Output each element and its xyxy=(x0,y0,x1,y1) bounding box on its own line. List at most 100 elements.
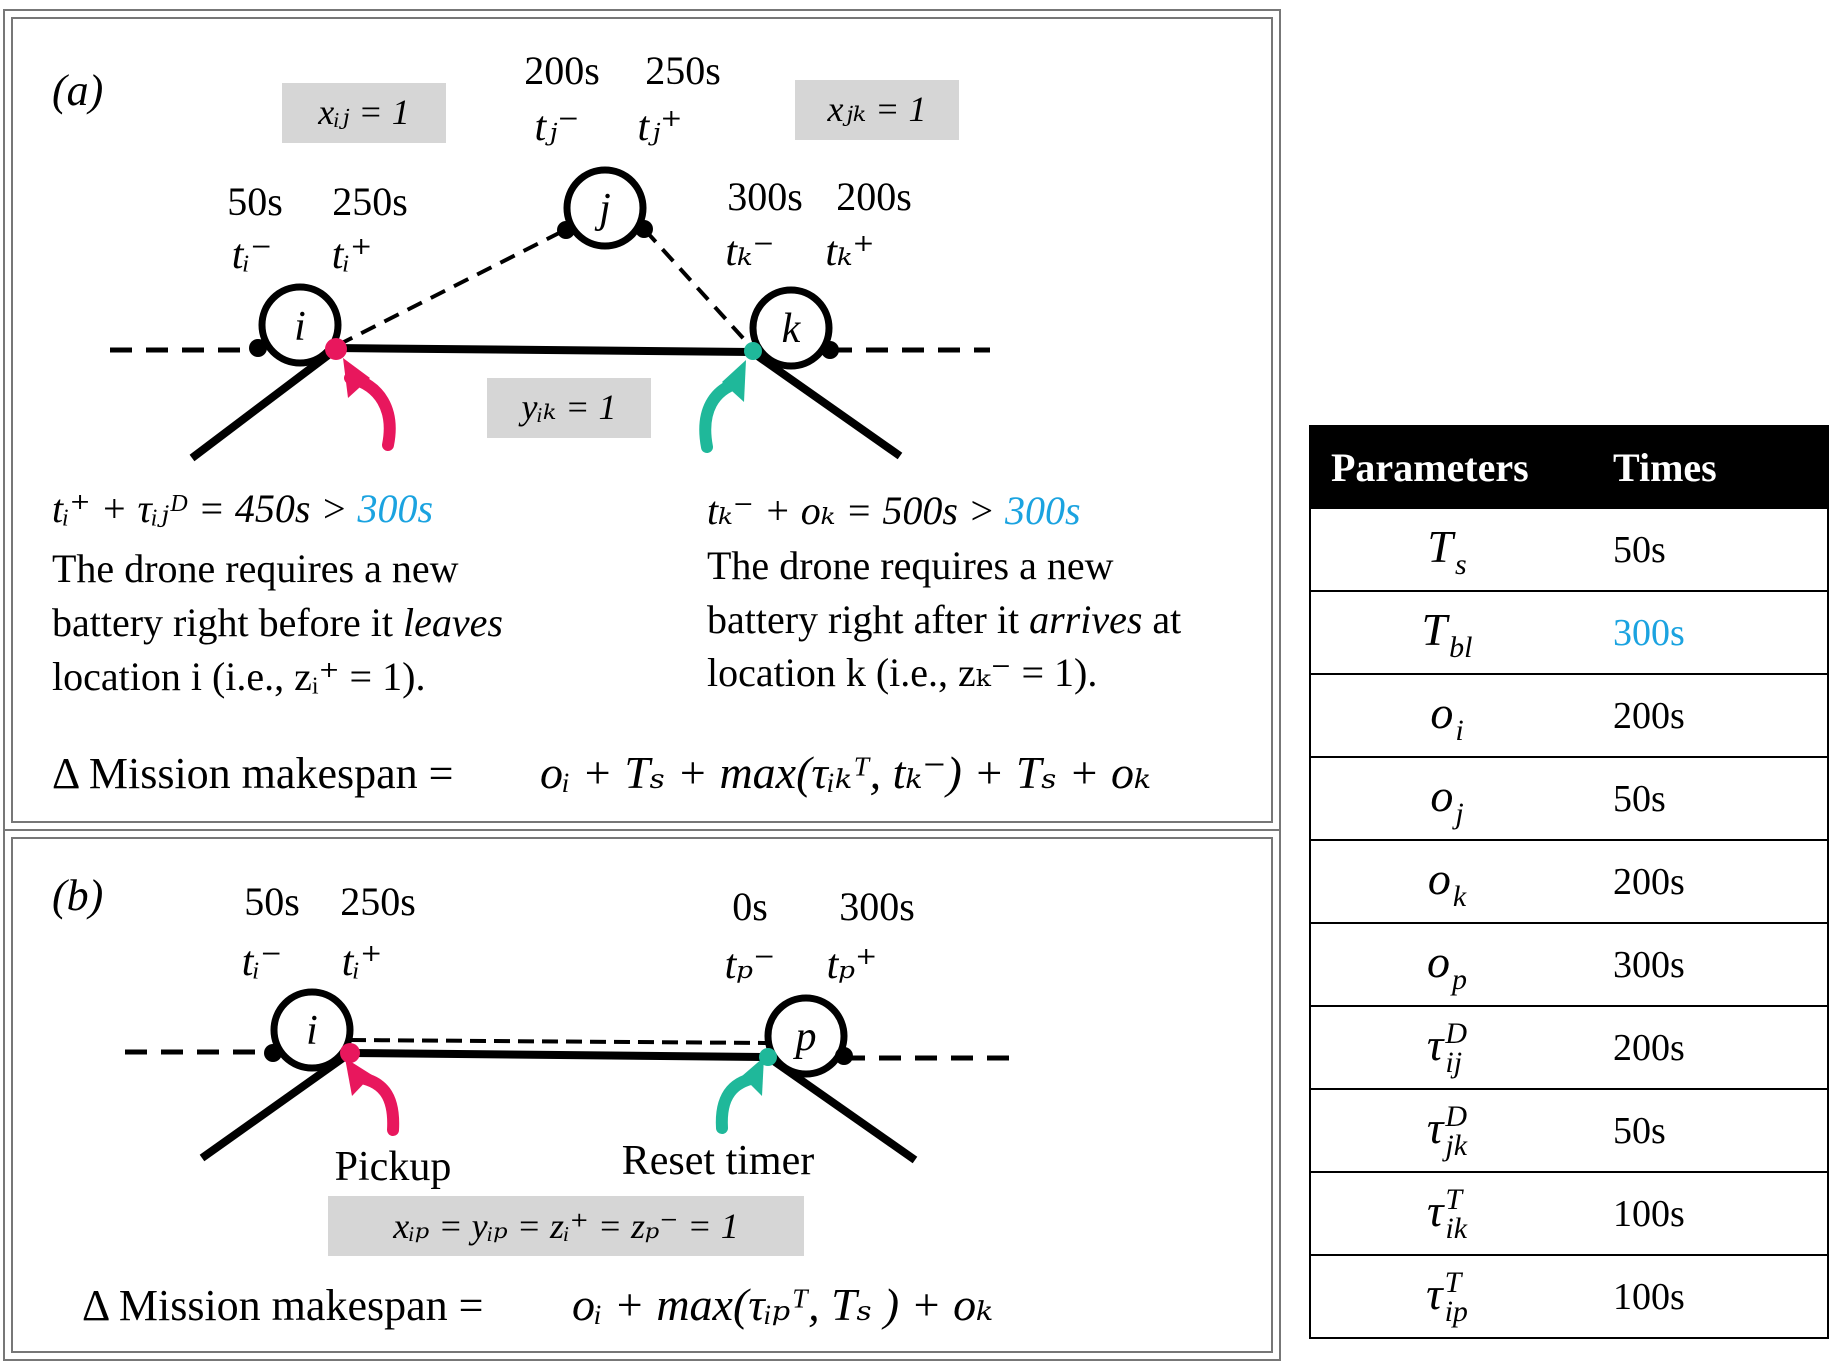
node-a-j xyxy=(563,166,647,250)
pickup-label: Pickup xyxy=(335,1144,452,1190)
node-a-i-letter: i xyxy=(294,304,306,350)
param-value: 200s xyxy=(1583,1005,1828,1089)
a-right-equation-main: tₖ⁻ + oₖ = 500s > xyxy=(707,488,995,533)
b-i-sym-plus: tᵢ⁺ xyxy=(342,939,382,985)
b-makespan-label: Δ Mission makespan = xyxy=(82,1281,483,1330)
param-symbol-sub: s xyxy=(1454,547,1467,581)
b-p-time-minus: 0s xyxy=(732,884,768,929)
box-b-eq-text: xᵢₚ = yᵢₚ = zᵢ⁺ = zₚ⁻ = 1 xyxy=(392,1206,738,1246)
param-symbol-sub: ip xyxy=(1444,1294,1468,1328)
node-a-k-green-dot xyxy=(744,342,762,360)
a-j-sym-minus: tⱼ⁻ xyxy=(535,104,580,150)
table-row: T bl 300s xyxy=(1310,590,1828,674)
param-value: 50s xyxy=(1583,1088,1828,1172)
a-right-desc-2-em: arrives xyxy=(1029,597,1142,642)
road-b-drone-dashed xyxy=(349,1038,771,1045)
node-b-i-pink-dot xyxy=(340,1043,360,1063)
param-symbol-scripts: j xyxy=(1455,771,1463,828)
node-a-k-dot xyxy=(821,341,839,359)
a-left-desc-2-em: leaves xyxy=(403,600,503,645)
a-j-sym-plus: tⱼ⁺ xyxy=(638,104,683,150)
node-b-p-letter: p xyxy=(793,1014,817,1060)
box-xjk xyxy=(795,80,959,140)
param-symbol-base: T xyxy=(1427,520,1453,572)
param-symbol-base: τ xyxy=(1426,1184,1444,1236)
road-a-truck-path xyxy=(334,344,753,356)
pink-arrow-a-head xyxy=(343,358,370,398)
param-symbol-sup: D xyxy=(1445,1017,1468,1051)
param-symbol: o j xyxy=(1310,756,1583,840)
a-k-sym-plus: tₖ⁺ xyxy=(825,229,874,275)
param-value: 100s xyxy=(1583,1254,1828,1338)
panel-b-frame-outer xyxy=(3,829,1281,1361)
param-symbol-sub: bl xyxy=(1449,630,1473,664)
param-value: 50s xyxy=(1583,507,1828,591)
param-symbol-base: o xyxy=(1427,935,1450,987)
drone-path-ij xyxy=(337,228,566,347)
param-value: 300s xyxy=(1583,922,1828,1006)
node-a-j-dot-right xyxy=(635,220,653,238)
table-header-row: Parameters Times xyxy=(1310,426,1828,508)
header-parameters: Parameters xyxy=(1310,426,1583,508)
node-a-k-letter: k xyxy=(782,306,802,352)
box-xij xyxy=(282,83,446,143)
node-b-i-dot xyxy=(264,1044,282,1062)
a-left-desc-2: battery right before it leaves xyxy=(52,600,503,645)
node-b-i xyxy=(270,988,354,1072)
table-row: T s 50s xyxy=(1310,507,1828,591)
param-value: 100s xyxy=(1583,1171,1828,1255)
param-symbol-base: τ xyxy=(1426,1018,1444,1070)
diagram-svg: (a) xᵢⱼ = 1 xⱼₖ = 1 yᵢₖ = 1 i j k 50s 25… xyxy=(3,9,1281,1361)
node-a-i xyxy=(258,283,342,367)
green-arrow-b-shaft xyxy=(715,1072,761,1134)
param-symbol: o i xyxy=(1310,673,1583,757)
a-right-desc-2-post: at xyxy=(1152,597,1181,642)
param-symbol-scripts: k xyxy=(1453,854,1466,911)
a-left-equation: tᵢ⁺ + τᵢⱼᴰ = 450s > 300s xyxy=(52,486,433,531)
param-symbol-sub: j xyxy=(1455,796,1464,830)
road-a-right-diagonal xyxy=(749,348,903,460)
a-left-desc-3: location i (i.e., zᵢ⁺ = 1). xyxy=(52,654,425,699)
node-a-i-dot xyxy=(249,339,267,357)
a-i-time-minus: 50s xyxy=(227,179,283,224)
a-j-time-plus: 250s xyxy=(645,48,721,93)
a-left-desc-2-pre: battery right before it xyxy=(52,600,393,645)
param-symbol-sub: ik xyxy=(1445,1211,1468,1245)
reset-timer-label: Reset timer xyxy=(622,1138,814,1184)
panel-a-label: (a) xyxy=(52,66,103,115)
param-symbol-sub: jk xyxy=(1445,1128,1468,1162)
param-value: 300s xyxy=(1583,590,1828,674)
box-xjk-text: xⱼₖ = 1 xyxy=(827,89,927,129)
param-symbol-sub: ij xyxy=(1445,1045,1463,1079)
a-k-time-plus: 200s xyxy=(836,174,912,219)
param-symbol-base: T xyxy=(1421,603,1448,655)
a-makespan-label: Δ Mission makespan = xyxy=(52,749,453,798)
panel-b-label: (b) xyxy=(52,871,103,920)
green-arrow-a-shaft xyxy=(699,377,743,453)
param-symbol-sup xyxy=(1455,522,1467,551)
param-symbol-base: o xyxy=(1430,769,1454,821)
a-left-desc-1: The drone requires a new xyxy=(52,546,459,591)
road-b-truck-path xyxy=(349,1049,769,1061)
panel-a-frame-inner xyxy=(11,17,1273,823)
param-symbol-sup: T xyxy=(1444,1266,1462,1300)
box-xij-text: xᵢⱼ = 1 xyxy=(317,92,409,132)
param-value: 50s xyxy=(1583,756,1828,840)
param-symbol-base: τ xyxy=(1426,1267,1443,1319)
param-symbol-scripts: i xyxy=(1455,688,1463,745)
node-a-j-dot-left xyxy=(557,221,575,239)
road-b-left-diagonal xyxy=(199,1049,353,1162)
a-left-equation-highlight: 300s xyxy=(357,486,434,531)
a-left-equation-main: tᵢ⁺ + τᵢⱼᴰ = 450s > xyxy=(52,486,348,531)
